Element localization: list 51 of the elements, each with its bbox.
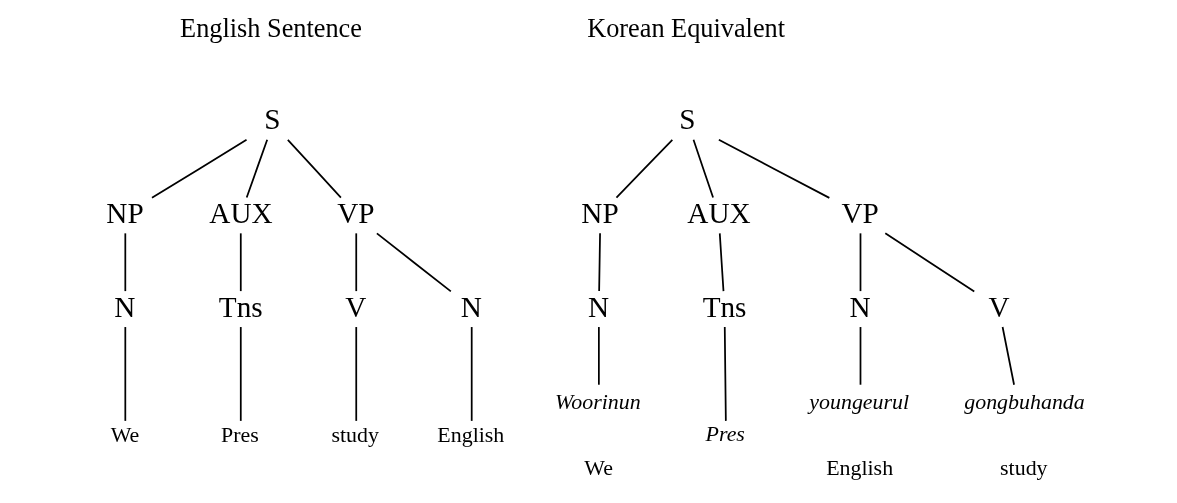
connector	[239, 232, 242, 292]
node-text: V	[987, 290, 1009, 323]
connector	[597, 232, 601, 292]
connector	[883, 232, 975, 293]
connector	[123, 232, 126, 292]
node-text: Tns	[218, 290, 263, 323]
node-text: VP	[840, 197, 879, 229]
node-text: English	[436, 422, 504, 448]
connector	[615, 138, 673, 199]
node-text: N	[587, 290, 609, 323]
connector	[692, 138, 714, 199]
node-text: Tns	[702, 290, 746, 323]
connector	[286, 138, 342, 199]
node-text: gongbuhanda	[963, 389, 1085, 415]
connector	[718, 232, 724, 292]
connector	[375, 232, 452, 293]
connector	[859, 232, 861, 292]
label: Korean Equivalent	[586, 13, 785, 43]
connector	[123, 326, 126, 422]
node-text: VP	[336, 197, 375, 229]
node-text: study	[330, 422, 379, 448]
node-text: youngeurul	[808, 389, 909, 415]
node-text: N	[849, 290, 871, 323]
node-text: Pres	[705, 420, 745, 446]
node-label: study	[999, 455, 1048, 481]
node-text: AUX	[686, 197, 751, 229]
node-text: S	[678, 103, 696, 136]
label: English Sentence	[179, 13, 362, 43]
node-text: Woorinun	[554, 389, 641, 415]
node-label: English	[825, 455, 893, 481]
connector	[717, 138, 830, 199]
node-label: We	[583, 455, 613, 481]
node-text: N	[113, 290, 135, 323]
node-text: AUX	[208, 197, 273, 229]
connector	[354, 232, 357, 292]
node-text: N	[460, 290, 482, 323]
connector	[859, 326, 861, 386]
connector	[1001, 326, 1015, 386]
connector	[597, 326, 600, 386]
connector	[354, 326, 357, 422]
connector	[245, 138, 268, 199]
node-text: NP	[580, 197, 619, 229]
node-text: V	[344, 290, 366, 323]
connector	[723, 326, 727, 422]
node-text: S	[263, 103, 280, 136]
connector	[470, 326, 473, 422]
node-text: We	[110, 422, 139, 448]
node-text: Pres	[220, 422, 259, 448]
node-text: NP	[105, 197, 144, 229]
connector	[239, 326, 242, 422]
connector	[150, 138, 247, 199]
